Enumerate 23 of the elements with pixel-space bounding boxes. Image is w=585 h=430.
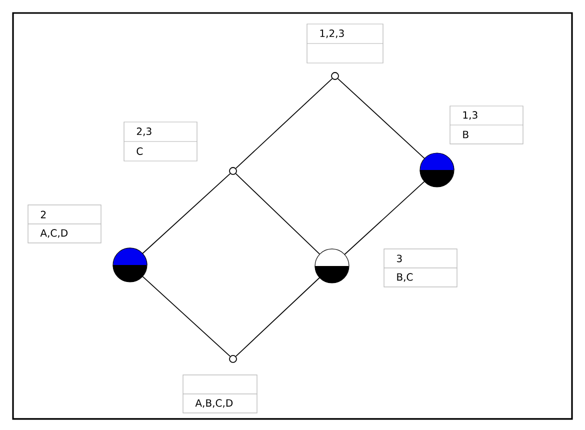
lattice-node <box>112 248 148 282</box>
edge-line <box>142 276 231 357</box>
edge-line <box>235 277 320 357</box>
label-text: A,B,C,D <box>195 399 233 408</box>
lattice-node <box>229 167 237 175</box>
label-text: 3 <box>396 254 402 262</box>
label-text: A,C,D <box>40 229 68 238</box>
lattice-node <box>420 152 454 188</box>
label-text: 1,3 <box>463 111 478 120</box>
lattice-node <box>331 72 339 80</box>
lattice-node <box>314 248 350 284</box>
edge-line <box>235 173 320 255</box>
label-text: B <box>463 130 468 138</box>
label-text: B,C <box>397 273 413 282</box>
edge-line <box>337 78 425 159</box>
edge-line <box>344 181 425 255</box>
label-text: 2,3 <box>136 127 152 136</box>
label-text: 2 <box>40 210 46 218</box>
label-text: C <box>136 147 143 155</box>
lattice-node <box>229 355 237 363</box>
edge-line <box>142 173 231 254</box>
edge-line <box>235 78 333 169</box>
label-text: 1,2,3 <box>320 29 344 38</box>
